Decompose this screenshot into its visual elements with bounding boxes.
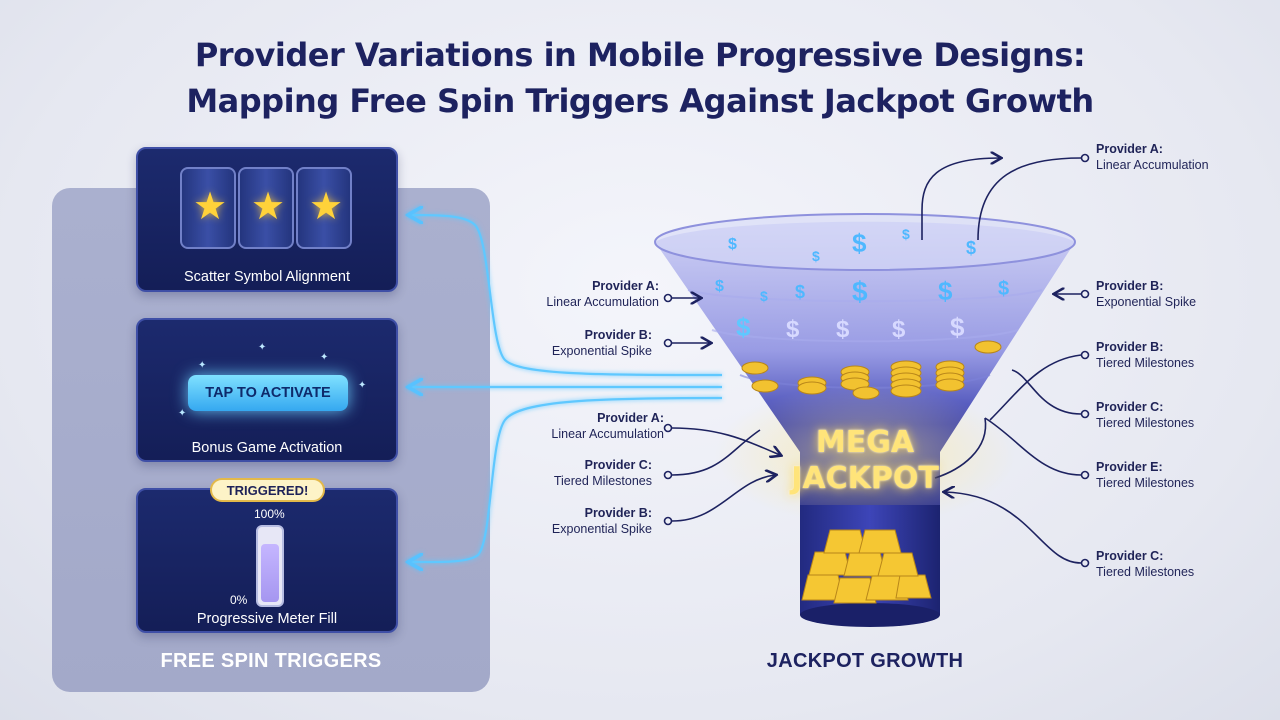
title-line-2: Mapping Free Spin Triggers Against Jackp… [186, 82, 1094, 120]
left-provider-label: Provider C: Tiered Milestones [554, 457, 652, 489]
star-icon: ★ [250, 186, 286, 228]
provider-desc: Linear Accumulation [551, 427, 664, 441]
sparkle-icon: ✦ [358, 380, 367, 391]
provider-name: Provider C: [584, 458, 652, 472]
sparkle-icon: ✦ [258, 342, 267, 353]
provider-desc: Tiered Milestones [1096, 356, 1195, 370]
provider-name: Provider C: [1096, 400, 1164, 414]
left-provider-label: Provider A: Linear Accumulation [546, 278, 659, 310]
scatter-label: Scatter Symbol Alignment [183, 269, 351, 285]
slot-reel [296, 167, 352, 249]
provider-desc: Tiered Milestones [1096, 565, 1195, 579]
right-provider-label: Provider A: Linear Accumulation [1096, 141, 1209, 173]
dollar-icon: $ [892, 316, 906, 343]
meter-fill [261, 544, 279, 602]
provider-name: Provider B: [584, 506, 652, 520]
provider-desc: Linear Accumulation [1096, 158, 1209, 172]
star-icon: ★ [308, 186, 344, 228]
provider-name: Provider A: [597, 411, 664, 425]
progressive-meter-card[interactable]: 100% 0% Progressive Meter Fill [136, 488, 398, 633]
provider-name: Provider A: [1096, 142, 1163, 156]
provider-name: Provider B: [1096, 340, 1164, 354]
sparkle-icon: ✦ [320, 352, 329, 363]
provider-desc: Exponential Spike [551, 344, 652, 358]
provider-desc: Exponential Spike [551, 522, 652, 536]
right-provider-label: Provider B: Tiered Milestones [1096, 339, 1194, 371]
dollar-icon: $ [760, 288, 768, 304]
mega-line-1: MEGA [815, 425, 915, 460]
dollar-icon: $ [786, 316, 800, 343]
dollar-icon: $ [998, 278, 1010, 300]
trigger-links [410, 215, 723, 562]
star-icon: ★ [192, 186, 228, 228]
provider-name: Provider A: [592, 279, 659, 293]
jackpot-funnel [654, 213, 1076, 627]
bonus-game-card[interactable]: ✦ ✦ ✦ ✦ ✦ TAP TO ACTIVATE Bonus Game Act… [136, 318, 398, 462]
slot-reel [238, 167, 294, 249]
slot-reel [180, 167, 236, 249]
sparkle-icon: ✦ [178, 408, 187, 419]
free-spin-triggers-heading: FREE SPIN TRIGGERS [160, 650, 382, 672]
dollar-icon: $ [852, 228, 867, 258]
provider-desc: Exponential Spike [1096, 295, 1197, 309]
dollar-icon: $ [795, 282, 806, 302]
left-label-connectors [663, 295, 781, 526]
gold-coins [741, 340, 1002, 400]
title-line-1: Provider Variations in Mobile Progressiv… [194, 36, 1086, 74]
provider-desc: Tiered Milestones [1096, 476, 1195, 490]
meter-max-label: 100% [254, 507, 285, 521]
provider-desc: Linear Accumulation [546, 295, 659, 309]
right-provider-label: Provider C: Tiered Milestones [1096, 399, 1194, 431]
right-provider-label: Provider C: Tiered Milestones [1096, 548, 1194, 580]
dollar-icon: $ [938, 276, 953, 306]
right-provider-label: Provider B: Exponential Spike [1096, 278, 1196, 310]
dollar-icon: $ [902, 226, 910, 242]
dollar-icon: $ [966, 238, 977, 258]
right-provider-label: Provider E: Tiered Milestones [1096, 459, 1194, 491]
left-provider-label: Provider B: Exponential Spike [552, 327, 652, 359]
right-label-connectors [921, 155, 1090, 568]
provider-name: Provider B: [584, 328, 652, 342]
provider-name: Provider C: [1096, 549, 1164, 563]
dollar-icon: $ [715, 278, 724, 295]
gold-bars [801, 529, 932, 604]
bonus-label: Bonus Game Activation [191, 440, 343, 456]
dollar-icon: $ [812, 248, 820, 264]
mega-jackpot-text: MEGA JACKPOT [770, 425, 960, 497]
dollar-icon: $ [852, 276, 868, 307]
jackpot-growth-heading: JACKPOT GROWTH [766, 650, 964, 672]
meter-bar [256, 525, 284, 607]
provider-name: Provider B: [1096, 279, 1164, 293]
provider-name: Provider E: [1096, 460, 1163, 474]
dollar-icon: $ [950, 312, 965, 342]
dollar-icon: $ [736, 312, 751, 342]
dollar-icon: $ [728, 236, 737, 253]
tap-to-activate-button[interactable]: TAP TO ACTIVATE [188, 375, 348, 411]
meter-min-label: 0% [230, 593, 248, 607]
dollar-icon: $ [836, 316, 850, 343]
diagram-title: Provider Variations in Mobile Progressiv… [0, 32, 1280, 124]
left-provider-label: Provider A: Linear Accumulation [551, 410, 664, 442]
sparkle-icon: ✦ [198, 360, 207, 371]
provider-desc: Tiered Milestones [553, 474, 652, 488]
mega-line-2: JACKPOT [791, 461, 939, 496]
left-provider-label: Provider B: Exponential Spike [552, 505, 652, 537]
scatter-symbol-card[interactable]: ★ ★ ★ Scatter Symbol Alignment [136, 147, 398, 292]
provider-desc: Tiered Milestones [1096, 416, 1195, 430]
meter-label: Progressive Meter Fill [196, 611, 338, 627]
triggered-badge: TRIGGERED! [210, 478, 325, 502]
